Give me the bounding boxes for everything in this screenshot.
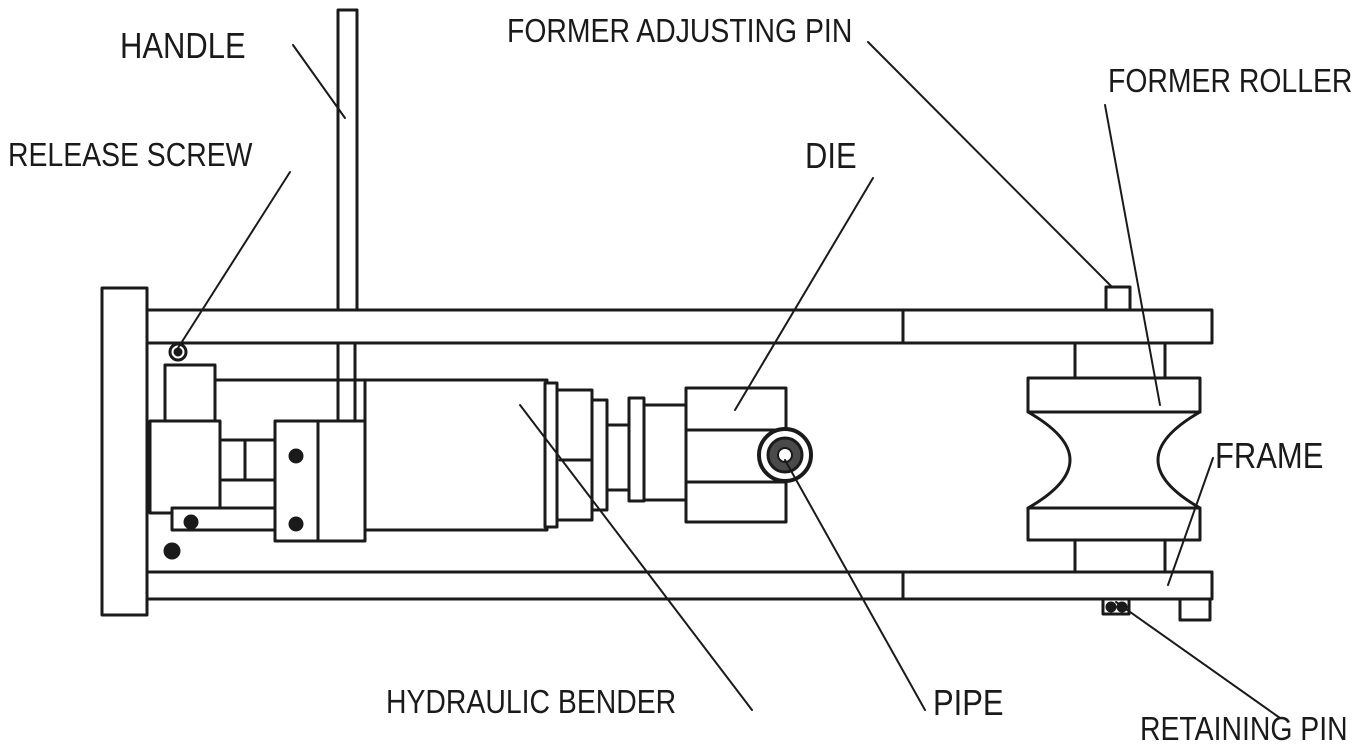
frame-bottom-rail (145, 570, 1214, 601)
pump-lower-block (148, 419, 222, 515)
frame-end-tab (1178, 597, 1212, 622)
label-retaining-pin: RETAINING PIN (1140, 710, 1348, 747)
handle (336, 8, 359, 312)
handle-shaft-lower (336, 341, 357, 423)
cylinder-head (555, 388, 594, 522)
former-roller (1026, 376, 1202, 542)
label-pipe: PIPE (933, 682, 1004, 723)
label-former-adjusting-pin: FORMER ADJUSTING PIN (507, 12, 853, 49)
hydraulic-cylinder (363, 378, 549, 532)
former-adjusting-pin (1104, 285, 1132, 312)
label-hydraulic-bender: HYDRAULIC BENDER (386, 683, 677, 720)
leader-release-screw (177, 171, 291, 349)
label-release-screw: RELEASE SCREW (8, 136, 253, 173)
label-former-roller: FORMER ROLLER (1108, 62, 1353, 99)
leader-frame (1167, 457, 1214, 586)
pump-connector (218, 438, 277, 482)
leader-former-adjusting-pin (867, 41, 1113, 288)
ram-nut (627, 396, 646, 503)
leader-handle (292, 44, 346, 119)
cylinder-collar (543, 381, 559, 529)
label-die: DIE (805, 135, 857, 176)
pump-pin (163, 542, 181, 560)
pump-bolt (288, 448, 304, 464)
cylinder-ring (590, 398, 609, 512)
leader-die (734, 177, 874, 411)
end-plate (100, 286, 149, 617)
ram-shaft (605, 423, 631, 492)
leader-retaining-pin (1115, 601, 1281, 719)
pump-upper-block (163, 363, 217, 423)
pump-bolt (288, 516, 304, 532)
label-handle: HANDLE (120, 25, 246, 66)
pump-pin (183, 514, 199, 530)
leader-pipe (784, 459, 926, 711)
ram-body (642, 403, 688, 502)
leader-hydraulic-bender (519, 404, 753, 711)
roller-axle-bottom (1073, 538, 1167, 574)
frame-top-rail (145, 308, 1214, 345)
label-frame: FRAME (1215, 435, 1324, 476)
leader-former-roller (1104, 104, 1161, 406)
pump-clamp (273, 419, 367, 543)
